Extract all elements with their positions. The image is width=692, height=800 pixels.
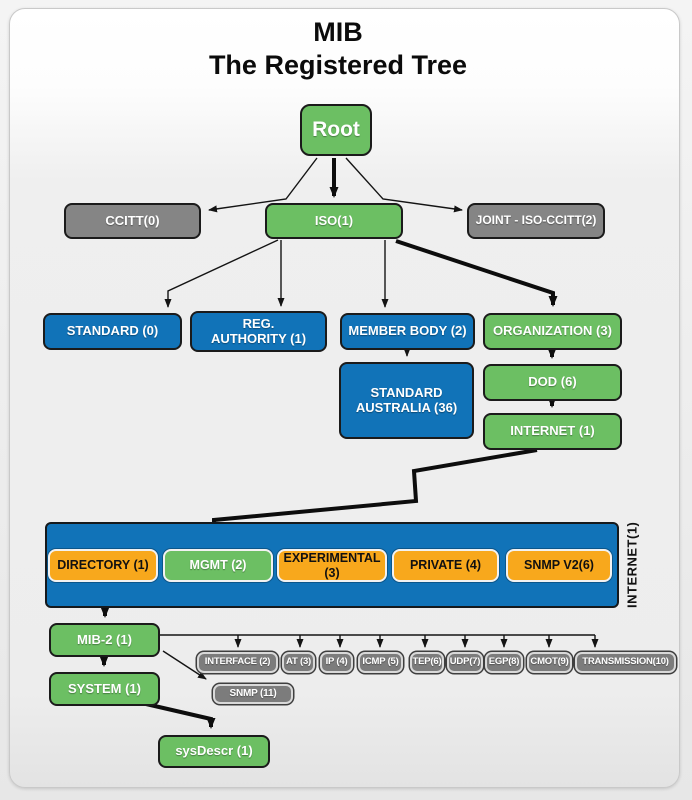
node-iso: ISO(1) [265,203,403,239]
node-mib2: MIB-2 (1) [49,623,160,657]
node-snmp-v2: SNMP V2(6) [506,549,612,582]
node-udp: UDP(7) [447,652,483,673]
node-ip: IP (4) [320,652,353,673]
title-line-2: The Registered Tree [208,49,468,80]
node-experimental: EXPERIMENTAL (3) [277,549,387,582]
node-standard-australia: STANDARD AUSTRALIA (36) [339,362,474,439]
node-ccitt: CCITT(0) [64,203,201,239]
diagram-title: MIB The Registered Tree [0,16,676,82]
node-mgmt: MGMT (2) [163,549,273,582]
node-member-body: MEMBER BODY (2) [340,313,475,350]
node-private: PRIVATE (4) [392,549,499,582]
node-snmp11: SNMP (11) [213,684,293,704]
node-standard: STANDARD (0) [43,313,182,350]
title-line-1: MIB [313,17,363,47]
node-sysdescr: sysDescr (1) [158,735,270,768]
node-organization: ORGANIZATION (3) [483,313,622,350]
node-root: Root [300,104,372,156]
node-reg-authority: REG. AUTHORITY (1) [190,311,327,352]
node-transmission: TRANSMISSION(10) [575,652,676,673]
node-internet: INTERNET (1) [483,413,622,450]
node-interface: INTERFACE (2) [197,652,278,673]
node-cmot: CMOT(9) [527,652,572,673]
node-tep: TEP(6) [410,652,444,673]
node-dod: DOD (6) [483,364,622,401]
node-directory: DIRECTORY (1) [48,549,158,582]
node-joint-iso-ccitt: JOINT - ISO-CCITT(2) [467,203,605,239]
node-at: AT (3) [282,652,315,673]
node-egp: EGP(8) [485,652,523,673]
node-icmp: ICMP (5) [358,652,403,673]
node-system: SYSTEM (1) [49,672,160,706]
internet-container-label: INTERNET(1) [624,521,640,609]
